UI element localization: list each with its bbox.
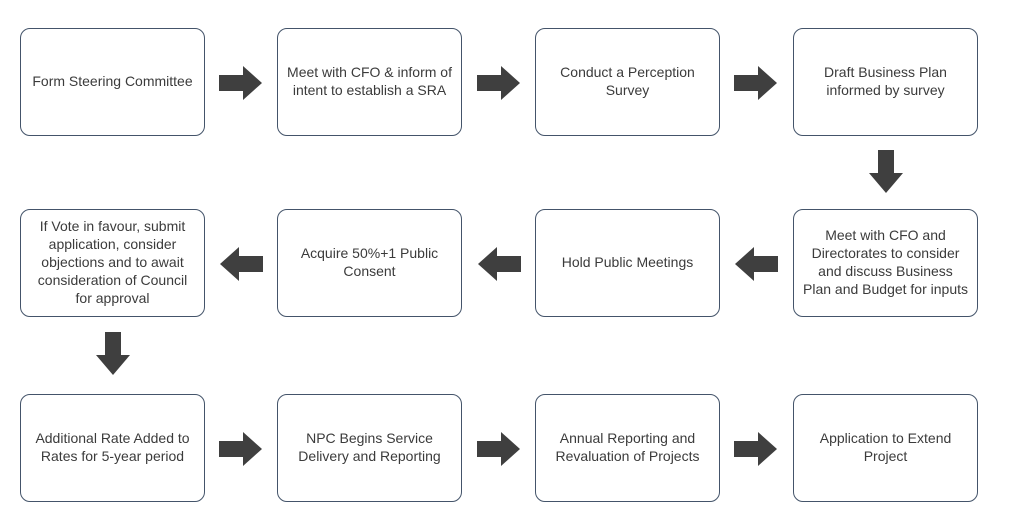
arrow-right-icon [477, 66, 520, 100]
flow-step-application-extend-project: Application to Extend Project [793, 394, 978, 502]
flow-step-label: Conduct a Perception Survey [560, 64, 695, 98]
arrow-left-icon [220, 247, 263, 281]
flow-step-meet-cfo-intent-sra: Meet with CFO & inform of intent to esta… [277, 28, 462, 136]
flow-step-label: If Vote in favour, submit application, c… [37, 218, 188, 306]
flow-step-label: Application to Extend Project [819, 430, 952, 464]
flow-step-label: Draft Business Plan informed by survey [824, 64, 947, 98]
arrow-down-icon [869, 150, 903, 193]
flow-step-meet-cfo-directorates: Meet with CFO and Directorates to consid… [793, 209, 978, 317]
flow-step-label: Hold Public Meetings [561, 254, 694, 271]
flow-step-label: Meet with CFO and Directorates to consid… [803, 227, 969, 297]
arrow-right-icon [219, 432, 262, 466]
flow-step-additional-rate-added: Additional Rate Added to Rates for 5-yea… [20, 394, 205, 502]
flow-step-label: Annual Reporting and Revaluation of Proj… [555, 430, 700, 464]
arrow-right-icon [734, 66, 777, 100]
flow-step-draft-business-plan: Draft Business Plan informed by survey [793, 28, 978, 136]
arrow-left-icon [478, 247, 521, 281]
flow-step-label: Acquire 50%+1 Public Consent [300, 245, 439, 279]
flow-step-form-steering-committee: Form Steering Committee [20, 28, 205, 136]
flow-step-label: NPC Begins Service Delivery and Reportin… [298, 430, 441, 464]
flow-step-npc-service-delivery: NPC Begins Service Delivery and Reportin… [277, 394, 462, 502]
flow-step-label: Meet with CFO & inform of intent to esta… [287, 64, 452, 98]
flow-step-annual-reporting: Annual Reporting and Revaluation of Proj… [535, 394, 720, 502]
arrow-right-icon [477, 432, 520, 466]
flow-step-vote-submit-application: If Vote in favour, submit application, c… [20, 209, 205, 317]
arrow-right-icon [734, 432, 777, 466]
arrow-right-icon [219, 66, 262, 100]
flow-step-label: Form Steering Committee [32, 73, 193, 90]
flow-step-hold-public-meetings: Hold Public Meetings [535, 209, 720, 317]
flow-step-acquire-public-consent: Acquire 50%+1 Public Consent [277, 209, 462, 317]
arrow-down-icon [96, 332, 130, 375]
flow-step-perception-survey: Conduct a Perception Survey [535, 28, 720, 136]
flow-step-label: Additional Rate Added to Rates for 5-yea… [35, 430, 190, 464]
arrow-left-icon [735, 247, 778, 281]
